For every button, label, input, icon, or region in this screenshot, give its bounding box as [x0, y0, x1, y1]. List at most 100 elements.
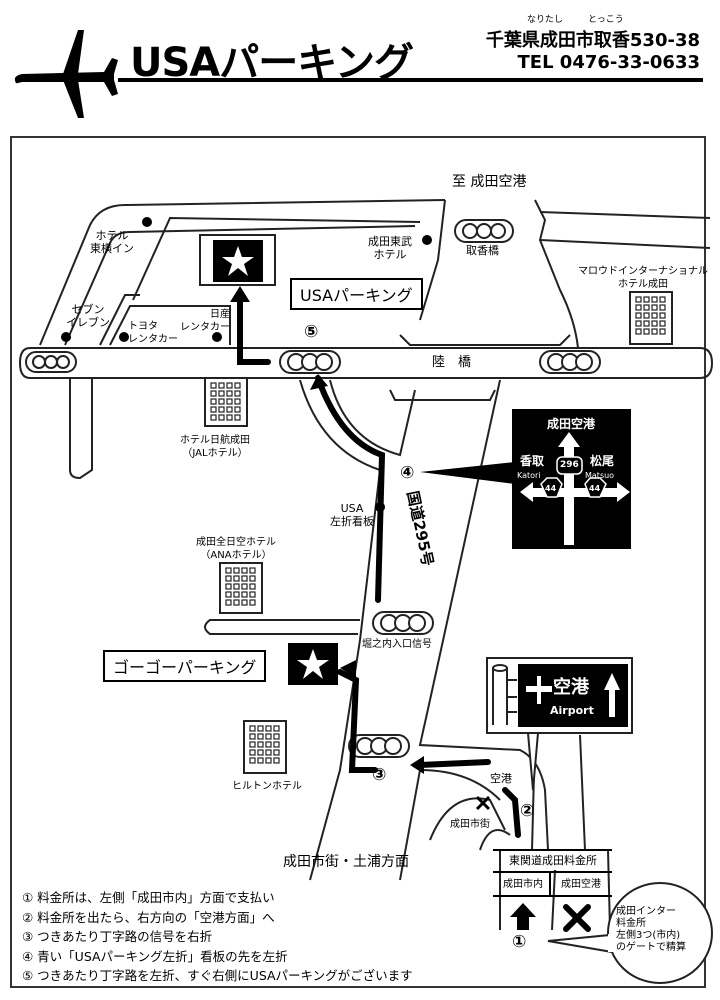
building-window	[234, 414, 241, 421]
building-window	[233, 575, 240, 582]
label-marroad-hotel: マロウドインターナショナル ホテル成田	[578, 266, 708, 290]
building-window	[210, 398, 217, 405]
route-step2-left	[417, 759, 491, 768]
up-arrow-toll	[510, 903, 536, 930]
building-window	[225, 567, 232, 574]
building-window	[249, 583, 256, 590]
building-window	[218, 406, 225, 413]
map-frame	[10, 136, 706, 988]
building-window	[234, 406, 241, 413]
building-window	[241, 567, 248, 574]
building-window	[234, 398, 241, 405]
building-window	[659, 320, 666, 327]
building-window	[273, 741, 280, 748]
building-window	[233, 599, 240, 606]
building-window	[265, 749, 272, 756]
airplane-icon	[14, 30, 118, 118]
label-hotel-toyoko-inn: ホテル 東横イン	[90, 229, 134, 255]
building-window	[241, 591, 248, 598]
address-ruby-tokko: とっこう	[588, 15, 624, 25]
label-usa-sign: USA 左折看板	[330, 502, 374, 528]
label-tokko-bridge: 取香橋	[466, 244, 499, 257]
building-window	[226, 390, 233, 397]
step-marker-5: ⑤	[304, 322, 319, 342]
building-window	[210, 406, 217, 413]
label-horinouchi-signal: 堀之内入口信号	[362, 639, 432, 650]
building-window	[249, 725, 256, 732]
step-marker-3: ③	[372, 765, 387, 785]
building-window	[210, 382, 217, 389]
building-window	[651, 304, 658, 311]
direction-step: ① 料金所は、左側「成田市内」方面で支払い	[22, 890, 275, 905]
label-jal-hotel: ホテル日航成田 （JALホテル）	[180, 435, 250, 459]
building-window	[241, 583, 248, 590]
building-window	[635, 328, 642, 335]
building-window	[225, 575, 232, 582]
building-window	[257, 741, 264, 748]
label-seven-eleven: セブン イレブン	[66, 303, 110, 329]
callout-gogo-parking: ゴーゴーパーキング	[103, 650, 267, 682]
arrow-to-usa	[230, 286, 250, 302]
building-window	[249, 733, 256, 740]
address: 千葉県成田市取香530-38	[485, 30, 700, 51]
building-window	[651, 328, 658, 335]
building-window	[234, 382, 241, 389]
callout-usa-parking[interactable]: USAパーキング	[290, 278, 423, 310]
phone-number[interactable]: TEL 0476-33-0633	[517, 52, 701, 73]
building-window	[233, 583, 240, 590]
signal-horinouchi	[372, 611, 434, 635]
building-window	[651, 296, 658, 303]
building-window	[226, 406, 233, 413]
sign-left-destination: 香取	[520, 454, 545, 468]
building-window	[249, 575, 256, 582]
direction-step: ② 料金所を出たら、右方向の「空港方面」へ	[22, 909, 275, 925]
route-step4	[315, 375, 386, 603]
building-window	[233, 591, 240, 598]
building-window	[643, 312, 650, 319]
route-step5	[237, 297, 271, 365]
signal-west	[25, 351, 77, 373]
building-window	[265, 757, 272, 764]
building-window	[233, 567, 240, 574]
step-marker-2: ②	[520, 801, 535, 821]
building-window	[218, 398, 225, 405]
label-airport-direction: 空港	[490, 772, 512, 785]
building-window	[659, 312, 666, 319]
building-window	[635, 304, 642, 311]
toll-lane-narita-airport: 成田空港	[561, 879, 601, 890]
building-window	[249, 749, 256, 756]
building-window	[643, 304, 650, 311]
direction-step: ④ 青い「USAパーキング左折」看板の先を左折	[22, 948, 288, 964]
label-hilton: ヒルトンホテル	[232, 781, 302, 792]
road-295-east	[429, 379, 501, 701]
sign-route-296: 296	[560, 460, 579, 470]
building-window	[643, 328, 650, 335]
sign-right-destination: 松尾	[590, 454, 615, 468]
building-window	[643, 320, 650, 327]
address-ruby-narita: なりたし	[527, 15, 564, 25]
building-window	[659, 328, 666, 335]
step-marker-4: ④	[400, 463, 415, 483]
toll-lane-narita-city: 成田市内	[503, 879, 543, 890]
label-to-airport: 至 成田空港	[452, 174, 527, 190]
building-window	[273, 757, 280, 764]
building-window	[651, 312, 658, 319]
road-inner-block	[132, 216, 421, 301]
route-step3	[337, 669, 378, 773]
building-window	[241, 575, 248, 582]
building-window	[265, 741, 272, 748]
signal-step3	[348, 734, 410, 758]
building-window	[249, 591, 256, 598]
building-window	[249, 757, 256, 764]
building-window	[218, 414, 225, 421]
road-rikkyo	[18, 347, 714, 379]
building-window	[265, 733, 272, 740]
building-window	[635, 312, 642, 319]
building-window	[226, 398, 233, 405]
building-window	[273, 733, 280, 740]
building-window	[635, 320, 642, 327]
label-narita-city: 成田市街	[450, 819, 490, 830]
building-window	[635, 296, 642, 303]
building-window	[234, 390, 241, 397]
signal-step5	[279, 350, 341, 374]
